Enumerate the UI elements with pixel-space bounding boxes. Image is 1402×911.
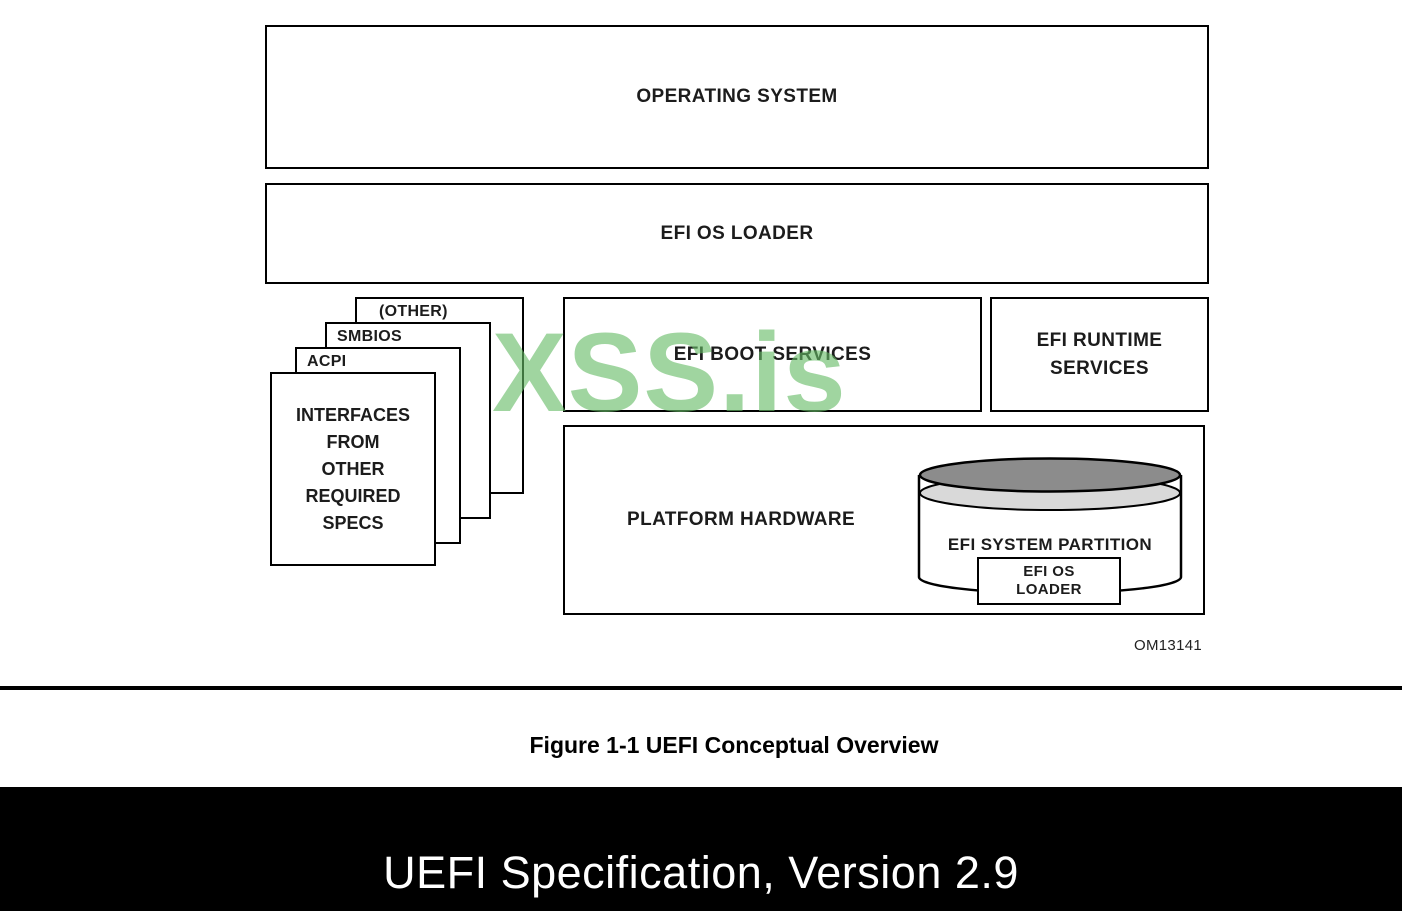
horizontal-rule bbox=[0, 686, 1402, 690]
efi-os-loader-box: EFI OS LOADER bbox=[265, 183, 1209, 284]
efi-runtime-services-box: EFI RUNTIME SERVICES bbox=[990, 297, 1209, 412]
efi-boot-services-label: EFI BOOT SERVICES bbox=[673, 343, 872, 365]
esp-efi-os-loader-label: EFI OS LOADER bbox=[1016, 563, 1082, 598]
card-interfaces-front: INTERFACES FROM OTHER REQUIRED SPECS bbox=[270, 372, 436, 566]
platform-hardware-label: PLATFORM HARDWARE bbox=[627, 509, 856, 530]
card-interfaces-label: INTERFACES FROM OTHER REQUIRED SPECS bbox=[295, 404, 410, 533]
esp-disk-cylinder: EFI SYSTEM PARTITION EFI OS LOADER bbox=[917, 457, 1183, 605]
figure-code: OM13141 bbox=[1134, 637, 1202, 654]
efi-boot-services-box: EFI BOOT SERVICES bbox=[563, 297, 982, 412]
card-smbios-label: SMBIOS bbox=[337, 328, 402, 345]
operating-system-label: OPERATING SYSTEM bbox=[636, 86, 838, 107]
platform-hardware-box: PLATFORM HARDWARE EFI SYSTEM PARTITION E… bbox=[563, 425, 1205, 615]
operating-system-box: OPERATING SYSTEM bbox=[265, 25, 1209, 169]
figure-caption: Figure 1-1 UEFI Conceptual Overview bbox=[529, 732, 939, 758]
efi-runtime-services-label: EFI RUNTIME SERVICES bbox=[1036, 329, 1163, 379]
footer-title: UEFI Specification, Version 2.9 bbox=[383, 847, 1019, 898]
efi-system-partition-label: EFI SYSTEM PARTITION bbox=[947, 535, 1153, 554]
card-acpi-label: ACPI bbox=[307, 353, 347, 370]
footer-bar: UEFI Specification, Version 2.9 bbox=[0, 787, 1402, 911]
esp-efi-os-loader-box: EFI OS LOADER bbox=[977, 557, 1121, 605]
efi-os-loader-label: EFI OS LOADER bbox=[660, 222, 814, 244]
card-other-label: (OTHER) bbox=[379, 303, 448, 320]
